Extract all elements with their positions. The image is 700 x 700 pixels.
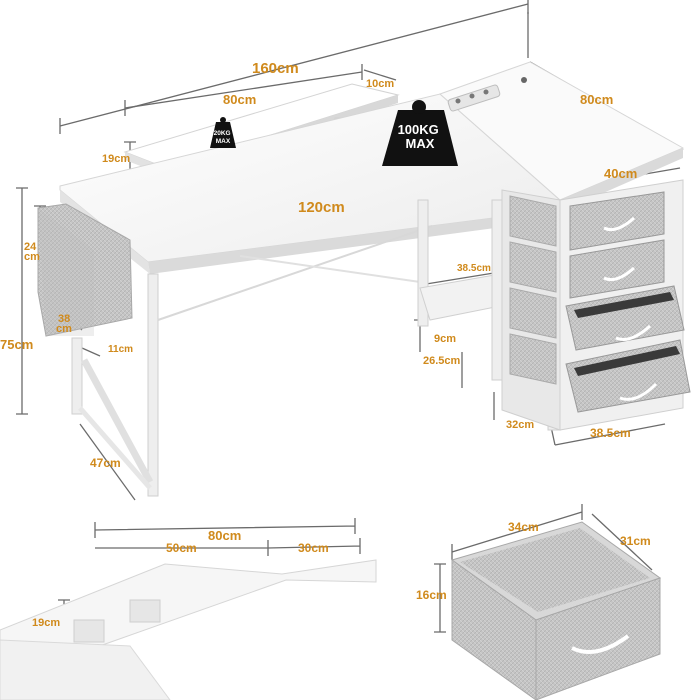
storage-bag [37,203,133,337]
dimension-labels: 160cm 80cm 10cm 80cm 19cm 120cm 40cm 24 … [0,60,637,470]
cabinet-width-label: 38.5cm [590,426,631,440]
stand-left-label: 50cm [166,541,197,555]
desk-height-label: 75cm [0,337,33,352]
monitor-width-label: 80cm [223,92,256,107]
side-depth-label: 80cm [580,92,613,107]
bag-width-label: 11cm [108,344,133,355]
drawer-detail-height-label: 16cm [416,588,447,602]
drawer-detail-width-label: 34cm [508,520,539,534]
stand-total-label: 80cm [208,528,241,543]
monitor-depth-label: 10cm [366,78,394,90]
stand-right-label: 30cm [298,541,329,555]
shelf-height-label: 9cm [434,333,456,345]
bag-height-label: 24 cm [24,241,40,263]
drawer-cabinet [501,179,691,431]
cabinet-height-label: 32cm [506,419,534,431]
shelf-depth-label: 26.5cm [423,355,461,367]
monitor-height-label: 19cm [102,153,130,165]
drawer-detail-depth-label: 31cm [620,534,651,548]
shelf-width-label: 38.5cm [457,263,491,274]
desk-depth-label: 47cm [90,456,121,470]
stand-detail: 80cm 50cm 30cm 19cm [0,518,377,700]
monitor-capacity-badge: 20KG MAX [210,117,236,148]
stand-height-label: 19cm [32,617,60,629]
desk-capacity-badge: 100KG MAX [382,100,458,166]
total-length-label: 160cm [252,60,299,77]
desk-capacity-label: 100KG MAX [398,122,443,151]
drawer-detail: 34cm 31cm 16cm [416,504,662,700]
drawer-width-label: 40cm [604,166,637,181]
monitor-capacity-label: 20KG MAX [214,130,233,145]
main-length-label: 120cm [298,199,345,216]
bag-depth-label: 38 cm [56,313,73,335]
